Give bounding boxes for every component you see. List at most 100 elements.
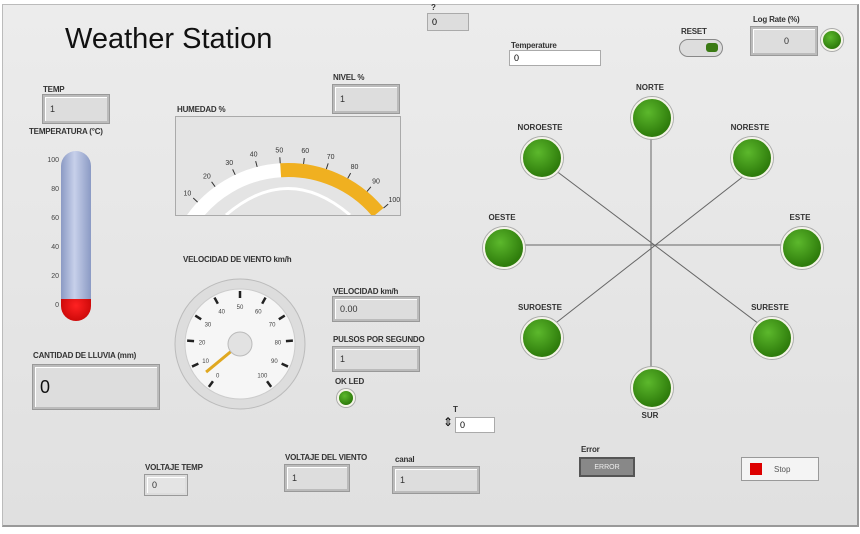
- page-title: Weather Station: [65, 23, 273, 55]
- tick: 80: [51, 186, 59, 193]
- humidity-tick: [325, 163, 329, 170]
- velocidad-indicator: 0.00: [333, 297, 419, 321]
- humidity-tick: [303, 157, 305, 165]
- wind-tick: [191, 362, 199, 368]
- small-control-label: T: [453, 405, 458, 414]
- wind-tick-label: 50: [237, 305, 244, 311]
- wind-tick: [207, 380, 214, 388]
- humidity-tick-label: 20: [203, 173, 211, 180]
- wind-tick: [281, 362, 289, 368]
- top-control-input[interactable]: 0: [427, 13, 469, 31]
- led-noreste: [731, 137, 773, 179]
- label-noreste: NORESTE: [730, 123, 770, 132]
- led-sur: [631, 367, 673, 409]
- tick: 100: [47, 157, 59, 164]
- led-label: OK LED: [335, 377, 365, 386]
- stop-icon: [750, 463, 762, 475]
- wind-tick-label: 60: [255, 310, 262, 316]
- wind-tick-label: 40: [218, 310, 225, 316]
- label-sureste: SURESTE: [751, 303, 789, 312]
- humidity-tick-label: 70: [327, 154, 335, 161]
- thermometer-tube: [61, 151, 91, 317]
- wind-tick: [194, 314, 202, 321]
- humidity-tick-label: 10: [184, 191, 192, 198]
- humidity-tick-label: 40: [250, 151, 258, 158]
- humidity-label: HUMEDAD %: [177, 105, 226, 114]
- temperature-label: Temperature: [511, 41, 557, 50]
- label-sur: SUR: [641, 411, 659, 420]
- log-rate-led: [821, 29, 843, 51]
- top-control-label: ?: [431, 3, 436, 12]
- label-norte: NORTE: [636, 83, 664, 92]
- voltaje-temp-indicator: 0: [145, 475, 187, 495]
- voltaje-viento-label: VOLTAJE DEL VIENTO: [285, 453, 368, 462]
- led-oeste: [483, 227, 525, 269]
- tick: 60: [51, 215, 59, 222]
- led-este: [781, 227, 823, 269]
- wind-tick-label: 20: [199, 341, 206, 347]
- rain-label: CANTIDAD DE LLUVIA (mm): [33, 351, 137, 360]
- temp-label: TEMP: [43, 85, 65, 94]
- wind-tick: [266, 380, 273, 388]
- compass-lines: [503, 115, 801, 385]
- humidity-tick: [255, 160, 258, 168]
- wind-gauge-label: VELOCIDAD DE VIENTO km/h: [183, 255, 292, 264]
- humidity-tick-label: 60: [301, 148, 309, 155]
- humidity-tick: [366, 186, 372, 192]
- temp-indicator: 1: [43, 95, 109, 123]
- reset-toggle-switch[interactable]: [679, 39, 723, 57]
- error-indicator: ERROR: [579, 457, 635, 477]
- wind-tick-label: 90: [271, 359, 278, 365]
- error-label: Error: [581, 445, 600, 454]
- wind-tick-label: 70: [269, 323, 276, 329]
- tick: 20: [51, 273, 59, 280]
- label-oeste: OESTE: [488, 213, 516, 222]
- humidity-tick-label: 90: [372, 179, 380, 186]
- thermometer-bulb: [61, 299, 91, 321]
- wind-tick-label: 10: [202, 359, 209, 365]
- nivel-label: NIVEL %: [333, 73, 365, 82]
- led-sureste: [751, 317, 793, 359]
- humidity-tick: [347, 172, 352, 179]
- log-rate-label: Log Rate (%): [753, 15, 800, 24]
- led-noroeste: [521, 137, 563, 179]
- pulsos-indicator: 1: [333, 347, 419, 371]
- voltaje-temp-label: VOLTAJE TEMP: [145, 463, 203, 472]
- status-led: [337, 389, 355, 407]
- pulsos-label: PULSOS POR SEGUNDO: [333, 335, 425, 344]
- wind-tick-label: 30: [205, 323, 212, 329]
- increment-icon[interactable]: ⇕: [443, 415, 454, 429]
- wind-tick-label: 80: [275, 341, 282, 347]
- velocidad-label: VELOCIDAD km/h: [333, 287, 399, 296]
- stop-button[interactable]: Stop: [741, 457, 819, 481]
- wind-tick: [213, 296, 219, 305]
- nivel-indicator: 1: [333, 85, 399, 113]
- wind-tick-label: 0: [216, 374, 220, 380]
- log-rate-indicator: 0: [751, 27, 817, 55]
- canal-indicator: 1: [393, 467, 479, 493]
- voltaje-viento-indicator: 1: [285, 465, 349, 491]
- humidity-tick: [192, 197, 198, 203]
- label-suroeste: SUROESTE: [517, 303, 562, 312]
- temperature-field[interactable]: 0: [509, 50, 601, 66]
- front-panel: Weather Station ? 0 Temperature 0 RESET …: [2, 3, 859, 527]
- humidity-tick-label: 80: [351, 164, 359, 171]
- led-suroeste: [521, 317, 563, 359]
- humidity-tick: [383, 203, 389, 209]
- humidity-tick-label: 100: [388, 197, 400, 204]
- stop-button-label: Stop: [774, 464, 791, 474]
- small-control-input[interactable]: 0: [455, 417, 495, 433]
- humidity-tick-label: 50: [275, 147, 283, 154]
- led-norte: [631, 97, 673, 139]
- switch-label: RESET: [681, 27, 707, 36]
- humidity-tick: [211, 181, 216, 187]
- wind-tick: [278, 314, 286, 321]
- wind-tick: [261, 296, 267, 305]
- tick: 0: [55, 302, 59, 309]
- canal-label: canal: [395, 455, 415, 464]
- rain-indicator: 0: [33, 365, 159, 409]
- humidity-tick-label: 30: [225, 160, 233, 167]
